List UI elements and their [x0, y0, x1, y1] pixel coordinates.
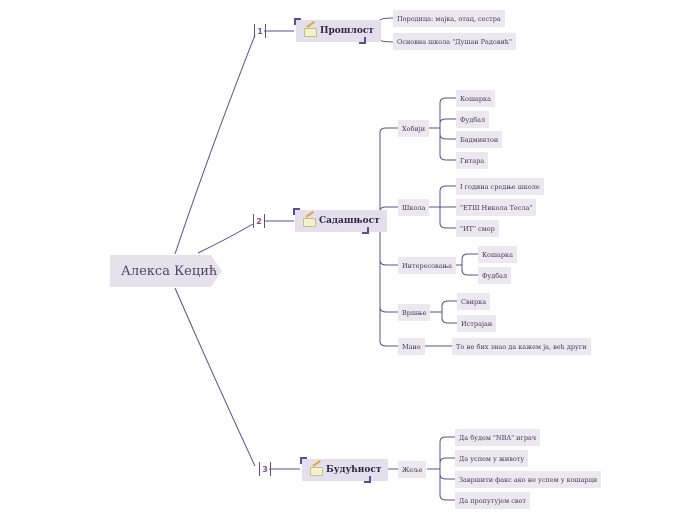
subtopic-school[interactable]: Школа: [398, 199, 430, 216]
subtopic-interests[interactable]: Интересовања: [398, 257, 457, 274]
subtopic-wishes[interactable]: Жеље: [398, 461, 427, 478]
leaf-topic[interactable]: Кошарка: [456, 90, 495, 107]
topic-bracket: [359, 37, 366, 44]
main-topic-present[interactable]: Садашњост: [295, 210, 387, 232]
leaf-topic[interactable]: Завршити факс ако не успем у кошарци: [455, 471, 602, 488]
topic-bracket: [293, 208, 300, 215]
topic-bracket: [300, 457, 307, 464]
topic-bracket: [364, 476, 371, 483]
topic-bracket: [294, 18, 301, 25]
note-pencil-icon: [303, 216, 316, 227]
leaf-topic[interactable]: Истрајан: [457, 315, 497, 332]
main-topic-label: Будућност: [326, 465, 382, 475]
branch-number-2: 2: [253, 214, 265, 228]
leaf-topic[interactable]: Да будем "NBA" играч: [455, 429, 541, 446]
main-topic-label: Садашњост: [319, 216, 380, 226]
leaf-topic[interactable]: Кошарка: [478, 246, 517, 263]
leaf-topic[interactable]: Фудбал: [478, 267, 512, 284]
subtopic-flaws[interactable]: Мане: [398, 338, 425, 355]
topic-bracket: [362, 227, 369, 234]
leaf-topic[interactable]: Свирка: [457, 293, 491, 310]
subtopic-virtues[interactable]: Вршње: [398, 304, 431, 321]
root-topic[interactable]: Алекса Кецић: [110, 255, 222, 287]
main-topic-future[interactable]: Будућност: [302, 459, 389, 481]
note-pencil-icon: [310, 465, 323, 476]
branch-number-1: 1: [254, 24, 266, 38]
leaf-topic[interactable]: Породица: мајка, отац, сестра: [393, 10, 505, 27]
branch-number-3: 3: [259, 462, 271, 476]
leaf-topic[interactable]: Основна школа "Душан Радовић": [393, 33, 516, 50]
leaf-topic[interactable]: I година средње школе: [456, 178, 544, 195]
leaf-topic[interactable]: Да успем у животу: [455, 450, 529, 467]
subtopic-hobbies[interactable]: Хобији: [398, 120, 430, 137]
leaf-topic[interactable]: Фудбал: [456, 111, 490, 128]
leaf-topic[interactable]: "ЕТШ Никола Тесла": [456, 199, 537, 216]
leaf-topic[interactable]: "ИТ" смер: [456, 220, 499, 237]
leaf-topic[interactable]: То не бих знао да кажем ја, већ други: [452, 338, 591, 355]
root-topic-label: Алекса Кецић: [121, 263, 218, 279]
main-topic-past[interactable]: Прошлост: [296, 20, 381, 42]
leaf-topic[interactable]: Бадминтон: [456, 131, 503, 148]
leaf-topic[interactable]: Гитара: [456, 152, 489, 169]
leaf-topic[interactable]: Да пропутујем свет: [455, 492, 530, 509]
main-topic-label: Прошлост: [320, 26, 374, 36]
note-pencil-icon: [304, 26, 317, 37]
